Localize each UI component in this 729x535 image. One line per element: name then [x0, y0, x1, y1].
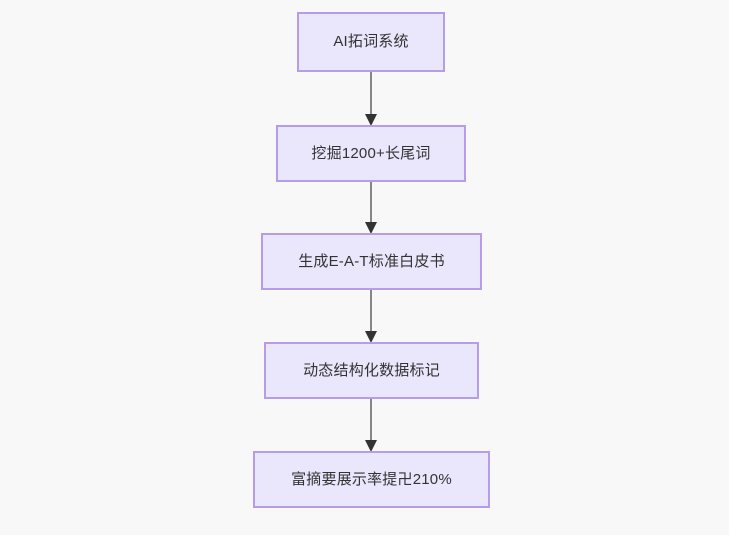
flow-node-ai-keyword-system[interactable]: AI拓词系统 [297, 12, 445, 72]
flow-node-label: 富摘要展示率提卍210% [291, 470, 452, 488]
flow-node-label: 动态结构化数据标记 [303, 361, 440, 379]
flow-node-mine-longtail-keywords[interactable]: 挖掘1200+长尾词 [276, 125, 466, 182]
flow-node-label: 生成E-A-T标准白皮书 [298, 252, 445, 270]
flow-node-generate-eat-whitepaper[interactable]: 生成E-A-T标准白皮书 [261, 233, 482, 290]
flow-node-label: 挖掘1200+长尾词 [311, 144, 431, 162]
flow-node-dynamic-structured-data-markup[interactable]: 动态结构化数据标记 [264, 342, 479, 399]
edge-node1-node2 [365, 70, 377, 126]
edge-node2-node3 [365, 180, 377, 234]
edge-node4-node5 [365, 397, 377, 452]
flow-node-rich-snippet-impression-lift[interactable]: 富摘要展示率提卍210% [253, 451, 490, 508]
edge-node3-node4 [365, 288, 377, 343]
flow-node-label: AI拓词系统 [333, 33, 409, 51]
